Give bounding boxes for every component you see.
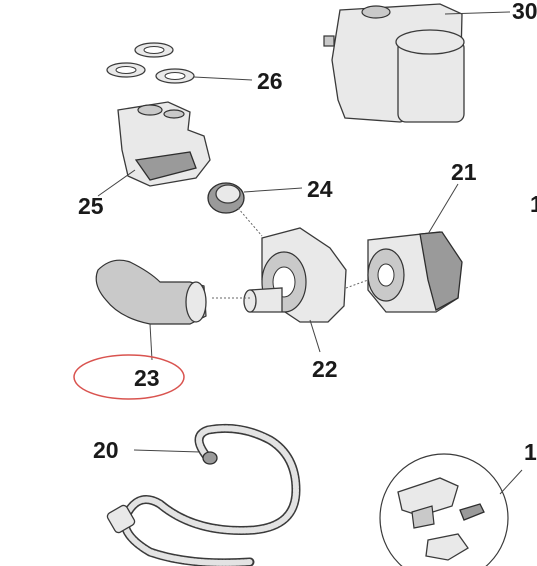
part-23-elbow-hose[interactable] (95, 259, 207, 361)
part-26-seal-rings[interactable] (106, 42, 253, 84)
label-26: 26 (257, 68, 283, 94)
detail-circle-float-parts[interactable] (379, 453, 523, 566)
label-22: 22 (312, 356, 338, 382)
highlight-ellipse (73, 354, 185, 400)
label-20: 20 (93, 437, 119, 463)
part-20-drain-hose[interactable] (106, 423, 301, 566)
alignment-line (345, 279, 369, 289)
label-21: 21 (451, 159, 477, 185)
part-22-pump-housing[interactable] (243, 227, 347, 353)
label-30: 30 (512, 0, 537, 24)
label-23: 23 (134, 365, 160, 391)
part-24-bushing[interactable] (207, 182, 303, 214)
label-25: 25 (78, 193, 104, 219)
part-30-water-tank[interactable] (323, 3, 511, 123)
part-25-valve-block[interactable] (97, 101, 211, 197)
label-1-upper: 1 (530, 191, 537, 217)
label-24: 24 (307, 176, 333, 202)
alignment-line (237, 207, 263, 237)
part-21-motor[interactable] (367, 183, 463, 313)
label-1-lower: 1 (524, 439, 537, 465)
